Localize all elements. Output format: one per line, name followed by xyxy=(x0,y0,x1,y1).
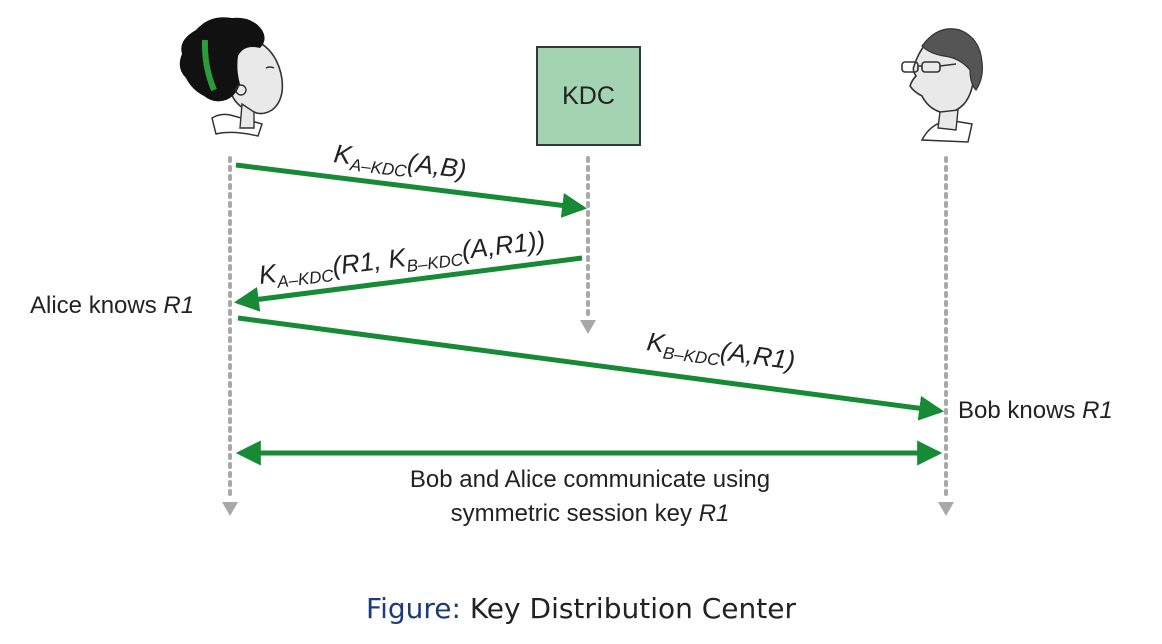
arrow-kdc-to-alice xyxy=(233,255,583,312)
message-2-label: KA–KDC(R1, KB–KDC(A,R1)) xyxy=(257,225,547,294)
message-arrows xyxy=(233,162,945,466)
message-3-label: KB–KDC(A,R1) xyxy=(645,326,797,379)
communicate-note-line1: Bob and Alice communicate using xyxy=(410,466,770,493)
caption-text: Key Distribution Center xyxy=(461,592,797,625)
arrow-alice-to-kdc xyxy=(235,162,588,218)
caption-prefix: Figure: xyxy=(366,592,461,625)
bob-avatar-icon xyxy=(901,28,983,143)
kdc-lifeline-arrowhead xyxy=(580,320,596,334)
figure-caption: Figure: Key Distribution Center xyxy=(366,592,796,625)
bob-knows-note: Bob knows R1 xyxy=(958,397,1113,424)
message-1-label: KA–KDC(A,B) xyxy=(332,138,468,188)
alice-lifeline-arrowhead xyxy=(222,502,238,516)
bob-lifeline-arrowhead xyxy=(938,502,954,516)
alice-knows-note: Alice knows R1 xyxy=(30,292,194,319)
arrow-alice-to-bob xyxy=(237,315,945,421)
lifelines xyxy=(222,156,954,516)
kdc-box: KDC xyxy=(536,46,641,146)
communicate-note-line2: symmetric session key R1 xyxy=(451,500,730,527)
kdc-box-rect xyxy=(536,46,641,146)
alice-avatar-icon xyxy=(179,17,284,137)
kdc-label: KDC xyxy=(562,82,615,110)
